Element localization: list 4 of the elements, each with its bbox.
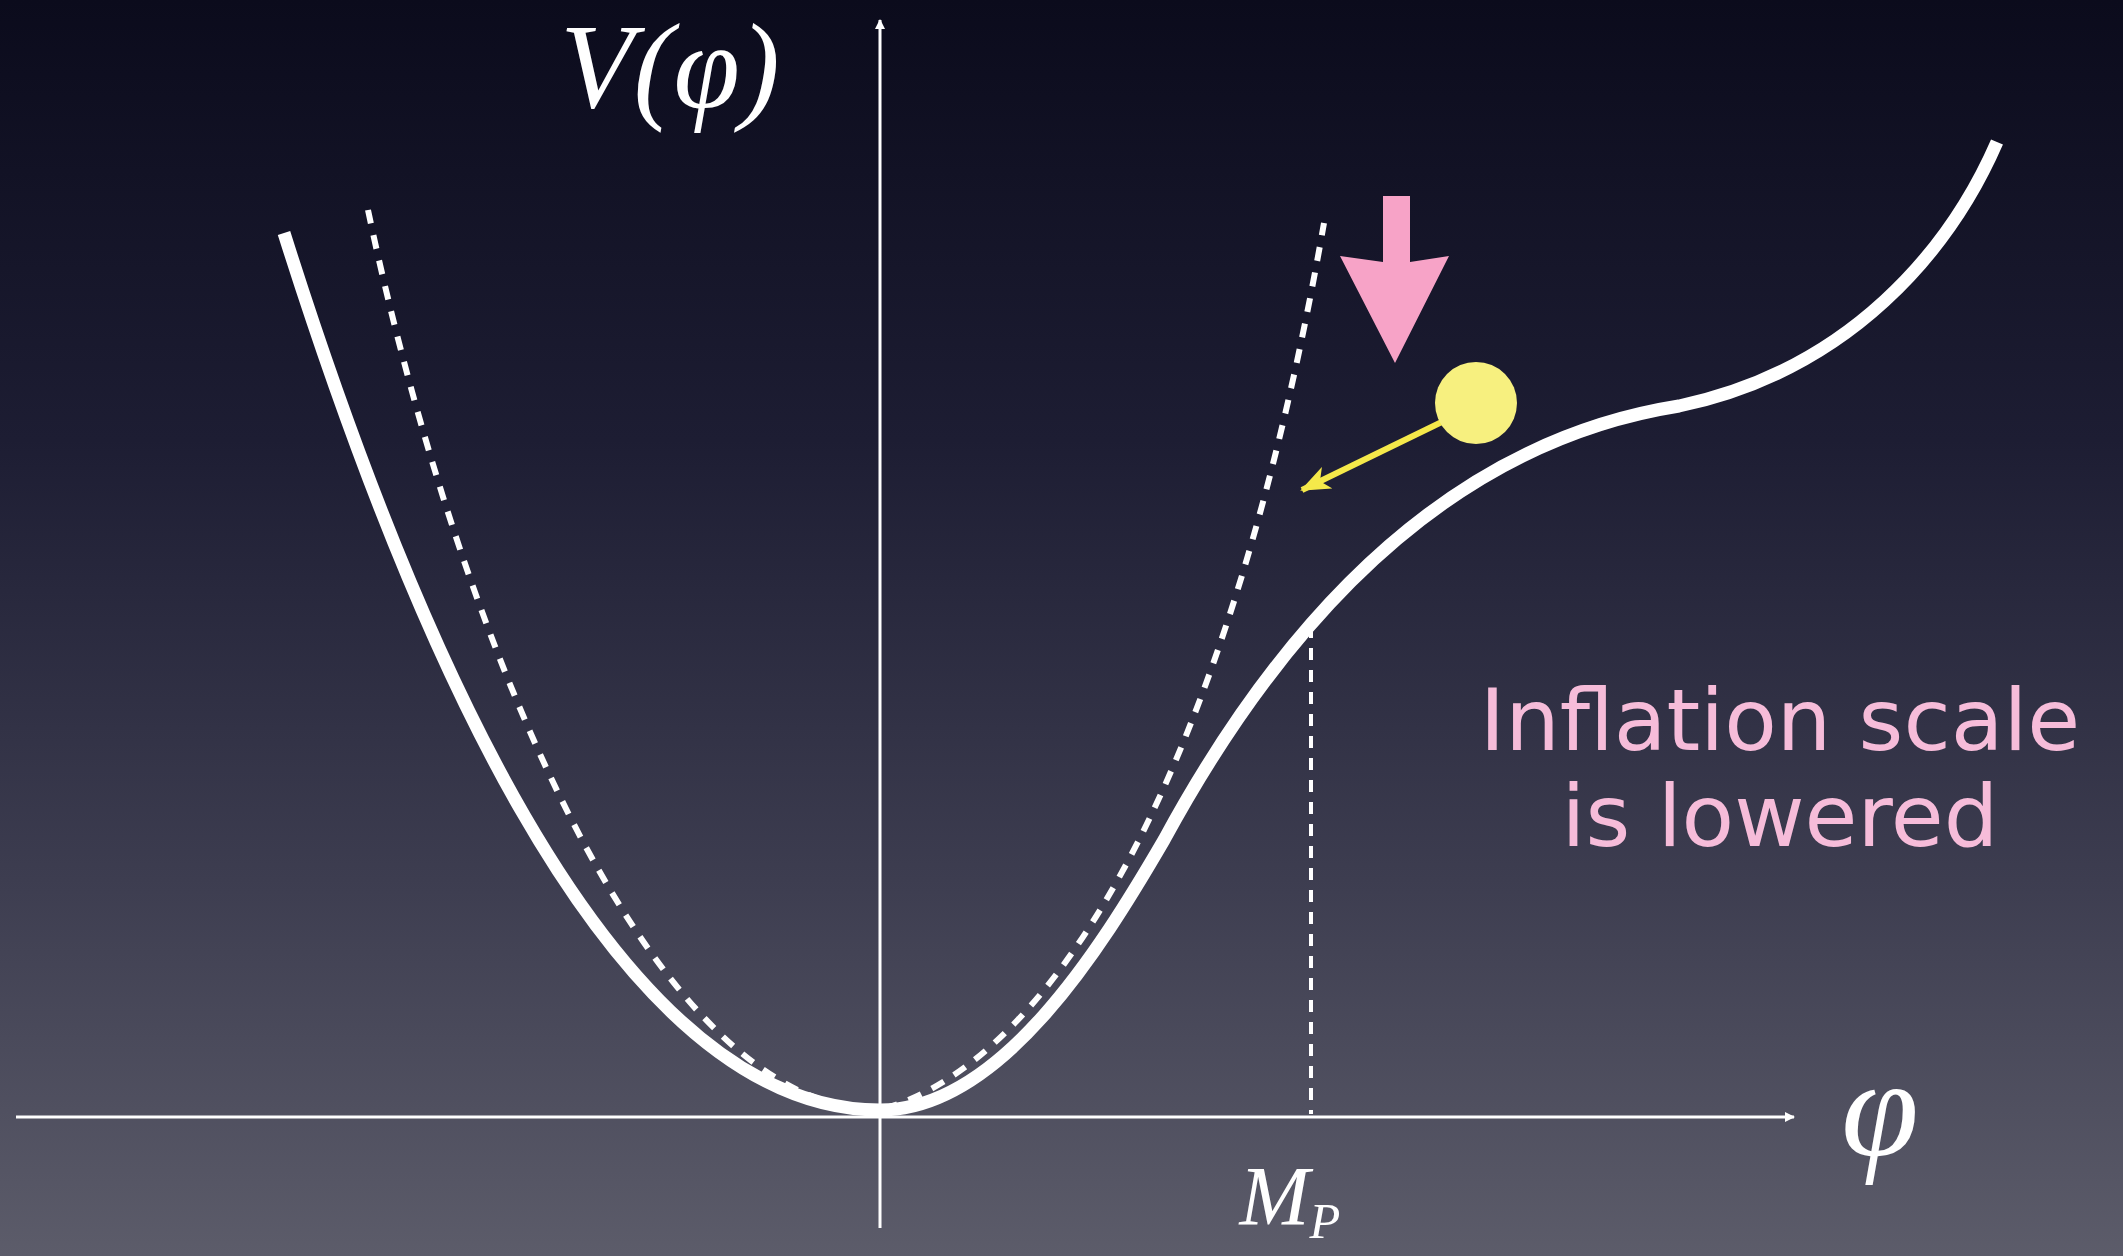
tick-label: M$_{P}$ (1237, 1150, 1342, 1250)
annotation-text: Inflation scale is lowered (1478, 672, 2082, 865)
axis-label: φ (1840, 1030, 1920, 1187)
axis-label: V(φ) (559, 0, 781, 135)
